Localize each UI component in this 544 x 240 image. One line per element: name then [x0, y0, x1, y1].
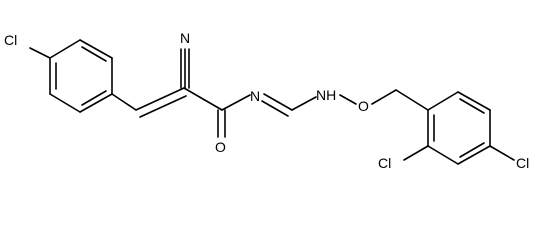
bond-ring2-inner-b: [459, 142, 485, 158]
bond-ring2-c2-c3: [457, 91, 491, 111]
bond-ch-nh: [291, 96, 317, 111]
bond-ring2-c4-c5: [457, 145, 491, 165]
bond-alpha-carbonyl: [183, 87, 223, 111]
bond-cl-c1: [29, 47, 51, 59]
bond-ring2-cl-para: [489, 145, 515, 161]
bond-nh-o: [339, 94, 357, 105]
atom-nitrile-n: N: [180, 30, 190, 46]
bonds: [29, 39, 515, 165]
bond-o-ch2: [371, 89, 397, 105]
bond-ring1-c5-c6: [49, 93, 81, 113]
bond-imine-double-a: [263, 93, 293, 111]
bond-ring2-c1-c2: [427, 91, 459, 111]
bond-ring2-cl-ortho: [403, 145, 429, 161]
atom-carbonyl-o: O: [215, 139, 226, 155]
bond-ring1-vinyl: [111, 93, 137, 111]
bond-ring2-c5-c6: [427, 145, 459, 165]
bond-ring1-c2-c3: [79, 39, 113, 59]
atom-ether-o: O: [358, 98, 369, 114]
chemical-structure-diagram: Cl N N O NH O Cl Cl: [4, 30, 529, 171]
bond-imine-double-b: [261, 100, 289, 117]
bond-carbonyl-n: [221, 94, 251, 111]
bond-ring2-inner-a: [459, 98, 485, 114]
atom-cl-phenyl: Cl: [4, 32, 17, 48]
bond-vinyl-double-a: [135, 87, 185, 111]
atom-imine-n: N: [250, 88, 260, 104]
atom-cl-ortho: Cl: [378, 155, 391, 171]
atom-labels: Cl N N O NH O Cl Cl: [4, 30, 529, 171]
bond-ring1-inner-a: [81, 46, 107, 62]
atom-cl-para: Cl: [516, 155, 529, 171]
bond-ring1-c4-c5: [79, 93, 113, 113]
bond-vinyl-double-b: [139, 95, 187, 118]
bond-ring1-c1-c2: [49, 39, 81, 59]
atom-amine-nh: NH: [316, 87, 336, 103]
bond-ring1-inner-b: [81, 90, 107, 106]
bond-ch2-ring2: [395, 89, 429, 111]
